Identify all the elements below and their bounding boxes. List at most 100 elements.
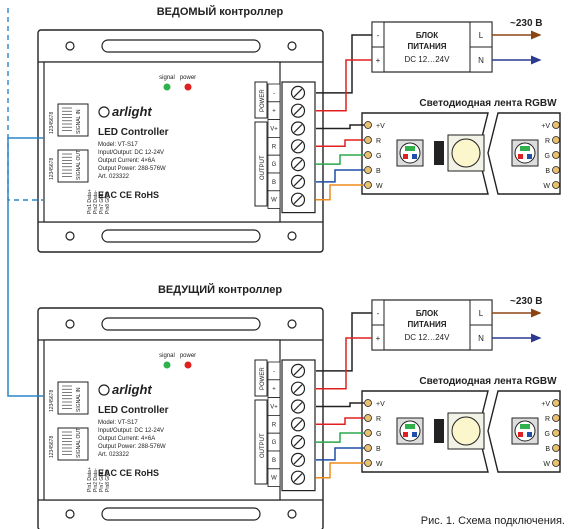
cert-marks: EAC CE RoHS [98,190,159,200]
signal-led-label: signal [159,75,175,81]
psu-l: L [479,31,484,40]
terminal-label: + [272,109,276,115]
resistor [434,419,444,443]
pin-legend-item: Pin1 Data+ [87,189,93,214]
psu-title-1: БЛОК [416,309,438,318]
rj45-port [57,149,89,183]
rgb-chip-red [403,154,408,159]
psu-title-2: ПИТАНИЯ [408,42,447,51]
strip-pin-label: G [376,153,381,160]
spec-line: Input/Output: DC 12-24V [98,150,164,156]
power-wire-plus [316,59,372,112]
rgb-chip-red [403,432,408,437]
mount-hole [287,41,297,51]
mount-hole [287,509,297,519]
strip-segment-left [361,390,489,473]
rj45-port [57,103,89,137]
strip-pad [364,151,372,159]
output-wire [316,402,364,408]
terminal-label-cell [267,468,281,487]
terminal-label: V+ [270,405,278,411]
rgb-chip-blue [412,154,417,159]
cert-marks: EAC CE RoHS [98,468,159,478]
rgb-chip-right-blue [527,432,532,437]
strip-pin-label-right: W [543,183,550,190]
screw-slot [293,473,303,483]
output-wire [316,124,364,130]
power-led [184,83,192,91]
screw-slot [293,88,303,98]
strip-pin-label: W [376,461,383,468]
screw-slot [293,195,303,205]
psu-minus: - [377,31,380,40]
white-led-lens [451,416,481,446]
screw-slot [293,124,303,133]
strip-pad-right [552,399,560,407]
mount-hole [65,231,75,241]
port-digits: 12345678 [49,390,55,412]
screw-slot [293,437,303,447]
strip-pin-label: B [376,168,381,175]
pin-legend-item: Pin1 Data+ [87,467,93,492]
terminal-label: - [273,369,275,375]
strip-pin-label-right: +V [541,401,550,408]
psu-minus: - [377,309,380,318]
screw-slot [293,366,303,376]
mount-hole [65,41,75,51]
rgb-chip-right-red [518,154,523,159]
output-wire [316,154,364,165]
output-label: OUTPUT [260,155,266,180]
controller-body [43,339,281,501]
output-label-box [254,399,268,485]
pin-legend-item: Pin7 GND [99,191,105,214]
rj45-port [57,381,89,415]
strip-title: Светодиодная лента RGBW [419,376,557,387]
psu-n: N [478,56,484,65]
controller-title: ВЕДУЩИЙ контроллер [158,283,282,296]
brand-logo: arlight [112,104,152,119]
spec-line: Input/Output: DC 12-24V [98,428,164,434]
terminal-label: R [272,422,277,428]
spec-line: Model: VT-S17 [98,420,138,426]
strip-pad-right [552,121,560,129]
terminal-label: V+ [270,127,278,133]
psu-spec: DC 12…24V [405,333,451,342]
screw-slot [293,141,303,151]
output-wire [316,139,364,148]
power-wire-minus [316,34,372,94]
psu-title-1: БЛОК [416,31,438,40]
strip-pad [364,429,372,437]
screw-slot [293,402,303,411]
rgb-chip-green [405,146,415,151]
strip-pin-label-right: B [545,446,550,453]
spec-line: Art. 023322 [98,174,130,180]
spec-line: Art. 023322 [98,452,130,458]
terminal-label: - [273,91,275,97]
mount-slot [101,507,261,521]
strip-pin-label-right: R [545,416,550,423]
strip-pad-right [552,136,560,144]
terminal-label: R [272,144,277,150]
strip-pin-label: +V [376,401,385,408]
power-wire-minus [316,312,372,372]
strip-pin-label-right: B [545,168,550,175]
strip-pin-label: R [376,416,381,423]
strip-pad [364,121,372,129]
port-digits: 12345678 [49,436,55,458]
strip-segment-left [361,112,489,195]
power-led-label: power [180,75,196,81]
pin-legend-item: Pin8 GND [105,191,111,214]
strip-pad [364,444,372,452]
brand-logo: arlight [112,382,152,397]
resistor [434,141,444,165]
strip-pad-right [552,151,560,159]
signal-led-label: signal [159,353,175,359]
terminal-label: W [271,476,277,482]
rj45-port [57,427,89,461]
screw-slot [293,419,303,429]
output-wire [316,417,364,426]
terminal-label: G [272,440,277,446]
strip-pad [364,459,372,467]
white-led-lens [451,138,481,168]
